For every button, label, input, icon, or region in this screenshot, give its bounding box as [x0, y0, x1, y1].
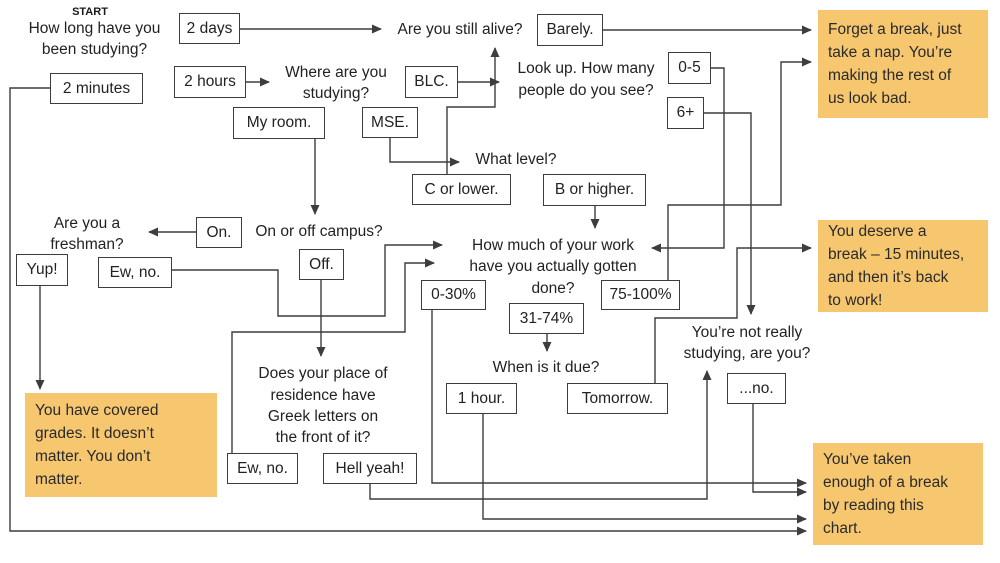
answer-6-plus: 6+	[667, 97, 704, 129]
connector-no-to-enough-break	[752, 404, 807, 497]
outcome-covered-grades: You have covered grades. It doesn’t matt…	[25, 393, 217, 497]
answer-on: On.	[196, 217, 242, 248]
connector-0-5-to-work-done	[651, 67, 725, 253]
connector-2-minutes-to-enough-break	[9, 87, 807, 536]
answer-no: ...no.	[727, 373, 786, 404]
outcome-enough-break: You’ve taken enough of a break by readin…	[813, 443, 983, 545]
connector-ew-no-freshman-to-work-done	[172, 240, 443, 317]
answer-off: Off.	[299, 249, 344, 280]
answer-ew-no-greek: Ew, no.	[227, 453, 298, 484]
answer-2-days: 2 days	[179, 13, 240, 44]
answer-75-100: 75-100%	[601, 280, 680, 310]
answer-tomorrow: Tomorrow.	[567, 383, 668, 414]
question-freshman: Are you a freshman?	[50, 214, 124, 253]
answer-blc: BLC.	[405, 66, 458, 98]
start-label: START	[72, 5, 108, 18]
connector-ew-no-greek-to-work-done	[231, 258, 435, 453]
answer-hell-yeah: Hell yeah!	[323, 453, 417, 484]
answer-0-5: 0-5	[668, 52, 711, 84]
question-when-due: When is it due?	[492, 358, 600, 376]
connector-mse-to-what-level	[389, 138, 460, 167]
answer-1-hour: 1 hour.	[446, 383, 517, 414]
connector-tomorrow-to-deserve-break	[654, 243, 812, 383]
outcome-take-a-nap: Forget a break, just take a nap. You’re …	[818, 10, 988, 118]
connector-6-plus-to-not-studying	[704, 112, 756, 315]
connector-1-hour-to-enough-break	[482, 414, 807, 524]
question-greek-letters: Does your place of residence have Greek …	[258, 365, 388, 447]
answer-c-or-lower: C or lower.	[412, 174, 511, 205]
answer-0-30: 0-30%	[421, 280, 486, 310]
answer-2-minutes: 2 minutes	[50, 73, 143, 104]
question-how-long-studying: How long have you been studying?	[28, 19, 161, 58]
connector-75-100-to-take-a-nap	[667, 57, 812, 280]
question-look-up-people: Look up. How many people do you see?	[517, 60, 655, 99]
answer-b-or-higher: B or higher.	[543, 174, 646, 206]
question-where-studying: Where are you studying?	[285, 63, 387, 102]
answer-2-hours: 2 hours	[174, 66, 246, 98]
answer-mse: MSE.	[362, 107, 418, 138]
question-work-done: How much of your work have you actually …	[469, 236, 637, 297]
outcome-deserve-break: You deserve a break – 15 minutes, and th…	[818, 220, 988, 312]
connector-c-or-lower-to-still-alive	[446, 47, 500, 174]
answer-31-74: 31-74%	[509, 303, 584, 334]
connector-0-30-to-enough-break	[431, 310, 807, 488]
question-not-really-studying: You’re not really studying, are you?	[683, 323, 811, 362]
question-what-level: What level?	[475, 150, 557, 168]
answer-yup: Yup!	[16, 254, 68, 286]
answer-my-room: My room.	[233, 107, 325, 139]
answer-barely: Barely.	[537, 14, 603, 46]
connector-hell-yeah-to-not-studying	[369, 370, 712, 500]
answer-ew-no-freshman: Ew, no.	[98, 257, 172, 288]
question-on-off-campus: On or off campus?	[255, 222, 383, 240]
question-still-alive: Are you still alive?	[397, 21, 523, 39]
